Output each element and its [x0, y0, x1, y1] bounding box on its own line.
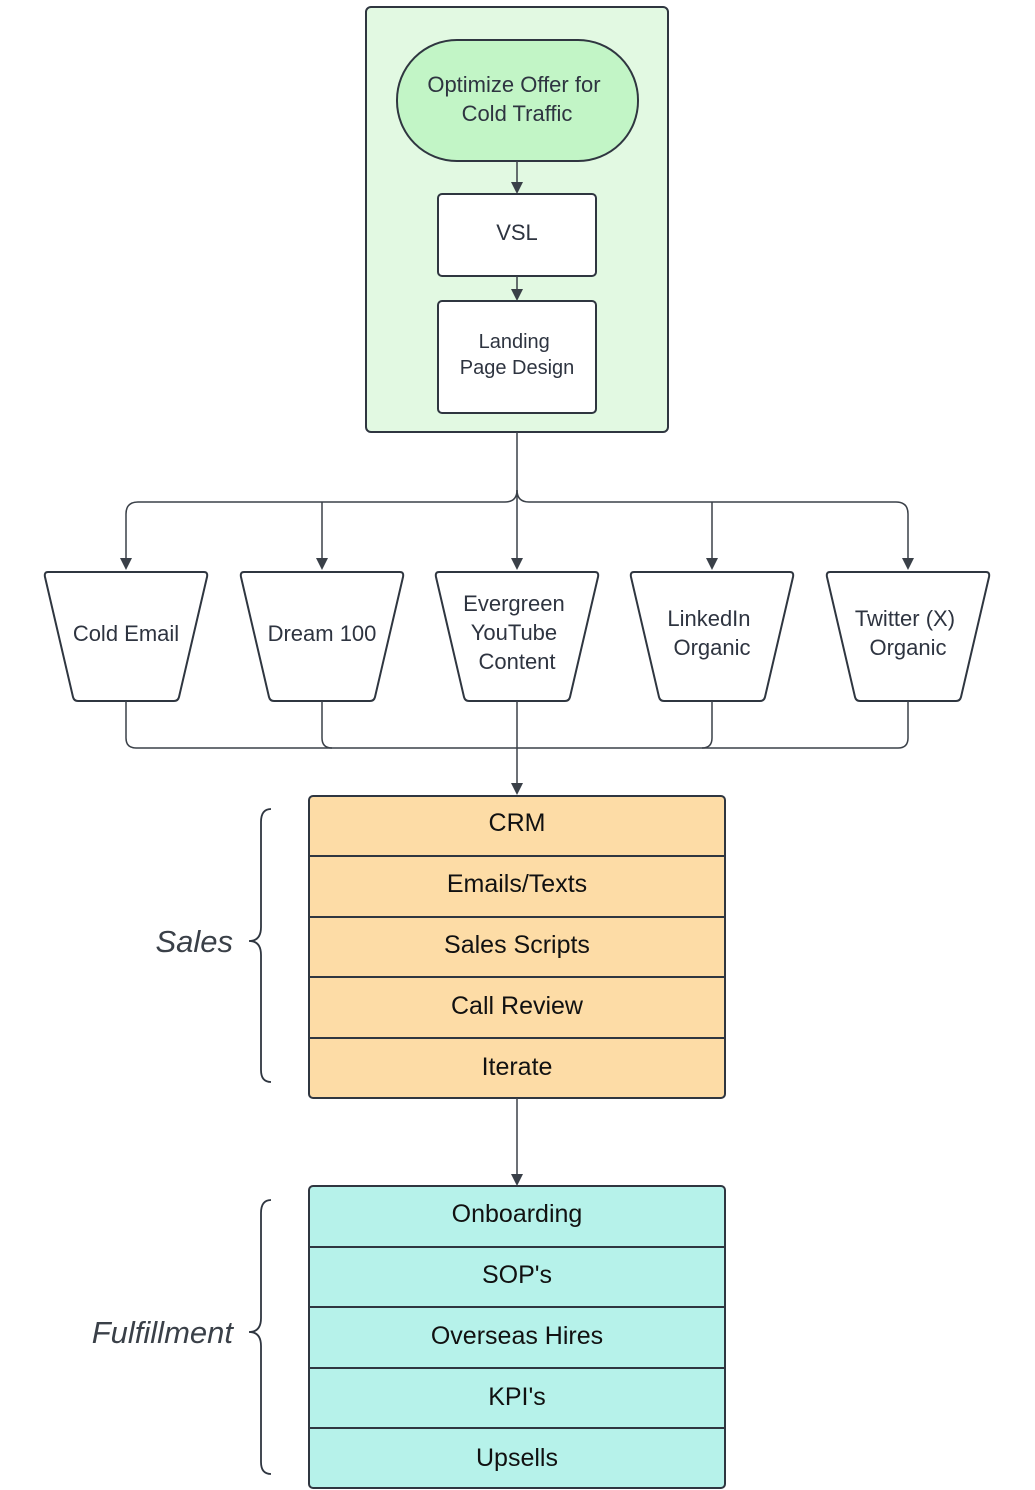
- sales-row-emails-texts: Emails/Texts: [447, 870, 587, 898]
- landing-label-line-1: Landing: [479, 331, 550, 353]
- channel-evergreen-youtube-label: Evergreen YouTube Content: [463, 591, 571, 674]
- channel-dream-100-funnel: [239, 571, 405, 702]
- sales-row-sales-scripts: Sales Scripts: [444, 931, 590, 959]
- channel-dream-100-label: Dream 100: [268, 621, 377, 646]
- sales-stack: CRM Emails/Texts Sales Scripts Call Revi…: [308, 795, 726, 1099]
- start-label-line-2: Cold Traffic: [462, 101, 573, 126]
- fulfillment-row-kpis: KPI's: [488, 1383, 546, 1411]
- channel-cold-email-label: Cold Email: [73, 621, 179, 646]
- sales-row-crm: CRM: [489, 809, 546, 837]
- channel-cold-email-funnel: [43, 571, 209, 702]
- merge-connectors: [125, 701, 909, 795]
- fulfillment-label: Fulfillment: [92, 1315, 235, 1350]
- sales-brace: [248, 808, 272, 1083]
- start-label-line-1: Optimize Offer for: [427, 72, 600, 97]
- fulfillment-row-sops: SOP's: [482, 1261, 552, 1289]
- sales-row-call-review: Call Review: [451, 992, 584, 1020]
- fulfillment-row-upsells: Upsells: [476, 1444, 558, 1472]
- sales-label: Sales: [155, 924, 233, 959]
- channel-twitter-label: Twitter (X) Organic: [855, 606, 961, 660]
- split-connectors: [120, 432, 914, 570]
- channel-linkedin-label: LinkedIn Organic: [667, 606, 756, 660]
- channel-linkedin-funnel: [629, 571, 795, 702]
- channel-evergreen-youtube-funnel: [434, 571, 600, 702]
- vsl-label: VSL: [496, 220, 538, 245]
- fulfillment-stack: Onboarding SOP's Overseas Hires KPI's Up…: [308, 1185, 726, 1489]
- landing-page-label: Landing Page Design: [460, 331, 575, 379]
- fulfillment-row-onboarding: Onboarding: [452, 1200, 583, 1228]
- fulfillment-row-overseas-hires: Overseas Hires: [431, 1322, 603, 1350]
- channel-twitter-funnel: [825, 571, 991, 702]
- fulfillment-stack-box: [308, 1185, 726, 1489]
- start-terminator-label: Optimize Offer for Cold Traffic: [427, 72, 606, 126]
- landing-page-box: [437, 300, 597, 414]
- fulfillment-brace: [248, 1199, 272, 1475]
- sales-row-iterate: Iterate: [482, 1053, 553, 1081]
- landing-label-line-2: Page Design: [460, 357, 575, 379]
